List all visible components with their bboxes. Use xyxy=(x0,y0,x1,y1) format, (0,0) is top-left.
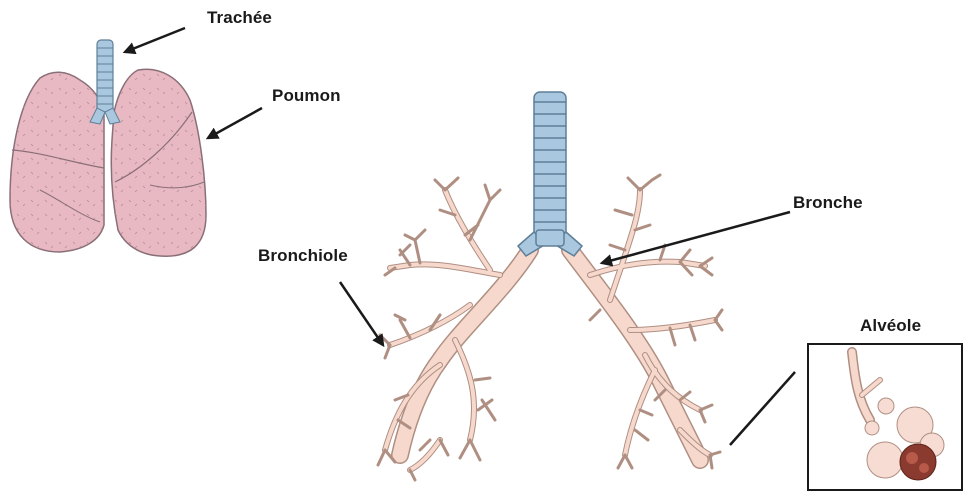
pointer-arrows xyxy=(125,28,795,445)
arrow-trachee xyxy=(125,28,185,52)
lungs-icon xyxy=(10,40,206,256)
arrow-poumon xyxy=(208,108,262,138)
alveolus-icon xyxy=(808,344,962,490)
arrow-bronchiole xyxy=(340,282,383,345)
trachee-label: Trachée xyxy=(207,8,272,28)
alveole-label: Alvéole xyxy=(860,316,921,336)
line-alveole xyxy=(730,372,795,445)
poumon-label: Poumon xyxy=(272,86,341,106)
bronche-label: Bronche xyxy=(793,193,863,213)
bronchiole-label: Bronchiole xyxy=(258,246,348,266)
bronchial-tree-icon xyxy=(378,92,722,480)
